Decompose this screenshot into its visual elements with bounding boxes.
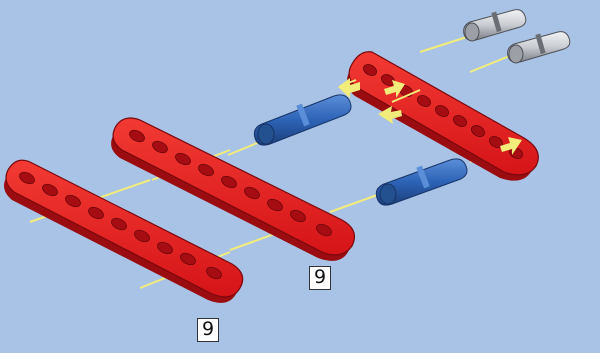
blue-pin-upper <box>254 95 351 145</box>
guide-line-lower <box>330 194 380 212</box>
beam-length-callout-front: 9 <box>197 318 219 342</box>
beam-back <box>347 52 538 181</box>
gray-pin-right <box>508 32 570 63</box>
blue-pin-lower <box>376 159 467 205</box>
gray-pin-top <box>464 10 526 41</box>
guide-line-top <box>420 36 470 52</box>
guide-line-right <box>470 55 512 72</box>
beam-length-callout-middle: 9 <box>309 266 331 290</box>
